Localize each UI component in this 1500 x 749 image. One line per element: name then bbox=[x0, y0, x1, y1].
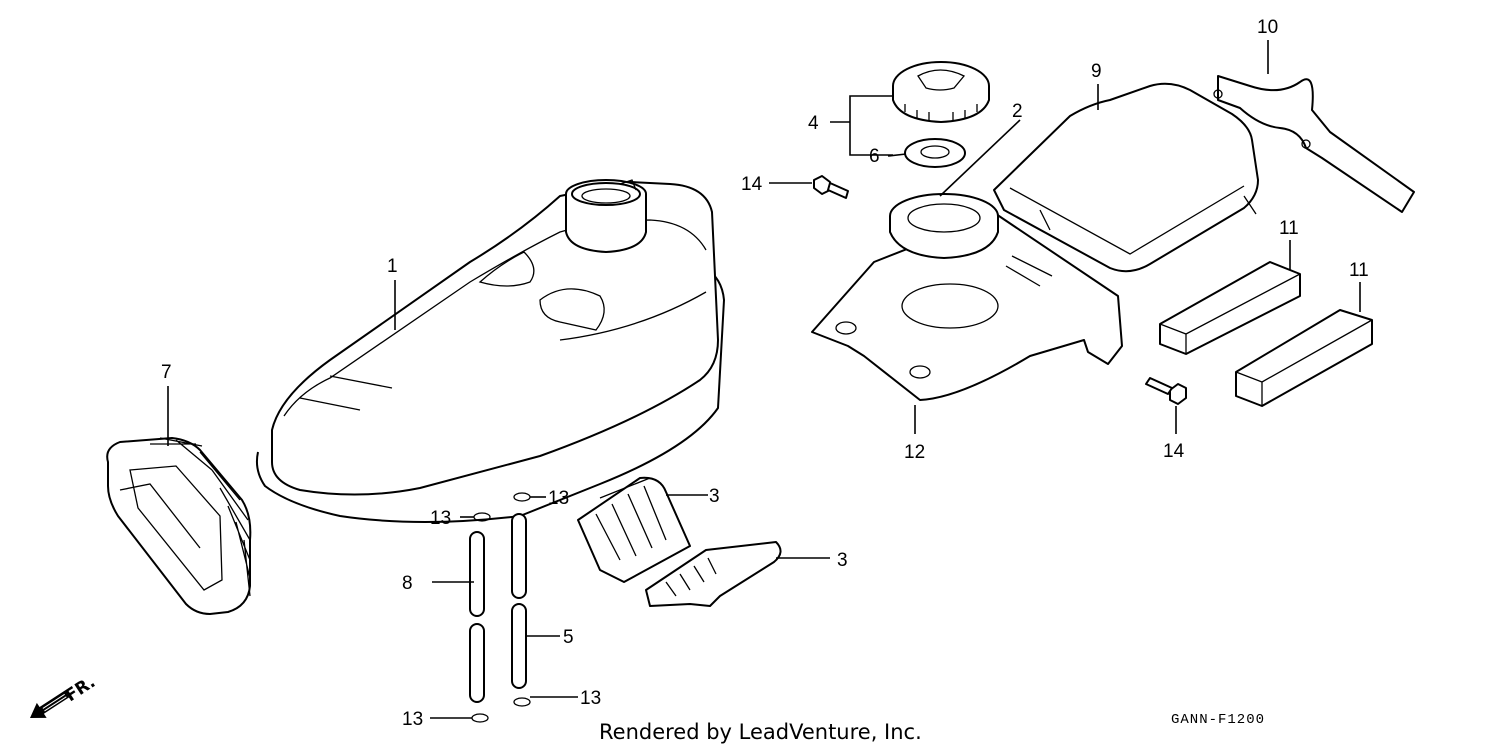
callout-11-left: 11 bbox=[1279, 218, 1299, 239]
cleaner-cover-part bbox=[993, 82, 1259, 273]
callout-6: 6 bbox=[869, 146, 880, 167]
callout-9: 9 bbox=[1091, 61, 1102, 82]
leader-lines bbox=[167, 40, 1361, 719]
fuel-cap-part bbox=[892, 61, 990, 123]
callout-2: 2 bbox=[1012, 101, 1023, 122]
fuel-tank-part bbox=[255, 179, 725, 523]
front-direction-arrow-icon bbox=[30, 690, 70, 718]
cap-seal-part bbox=[904, 138, 966, 168]
front-direction-label: FR. bbox=[62, 672, 99, 706]
render-credit: Rendered by LeadVenture, Inc. bbox=[599, 720, 922, 744]
callout-14-upper: 14 bbox=[741, 174, 763, 195]
flange-bolt-part bbox=[813, 175, 1187, 405]
mounting-strap-part bbox=[1213, 75, 1415, 213]
callout-7: 7 bbox=[161, 362, 172, 383]
foam-pad-part bbox=[1159, 261, 1373, 407]
fuel-strainer-part bbox=[577, 476, 782, 607]
callout-13-top-right: 13 bbox=[548, 488, 569, 509]
callout-13-bottom-left: 13 bbox=[402, 709, 423, 730]
fuel-tube-part bbox=[469, 513, 527, 703]
callout-8: 8 bbox=[402, 573, 413, 594]
callout-1: 1 bbox=[387, 256, 398, 277]
callout-3-filter: 3 bbox=[837, 550, 848, 571]
callout-12: 12 bbox=[904, 442, 925, 463]
tank-bracket-part bbox=[811, 213, 1123, 401]
callout-3-strainer: 3 bbox=[709, 486, 720, 507]
callout-11-right: 11 bbox=[1349, 260, 1369, 281]
tank-gasket-part bbox=[106, 437, 252, 615]
callout-14-lower: 14 bbox=[1163, 441, 1185, 462]
callout-10: 10 bbox=[1257, 17, 1278, 38]
callout-4: 4 bbox=[808, 113, 819, 134]
callout-13-bottom-right: 13 bbox=[580, 688, 601, 709]
tank-joint-part bbox=[889, 193, 999, 259]
callout-13-top-left: 13 bbox=[430, 508, 451, 529]
callout-5: 5 bbox=[563, 627, 574, 648]
diagram-code: GANN-F1200 bbox=[1171, 712, 1265, 728]
